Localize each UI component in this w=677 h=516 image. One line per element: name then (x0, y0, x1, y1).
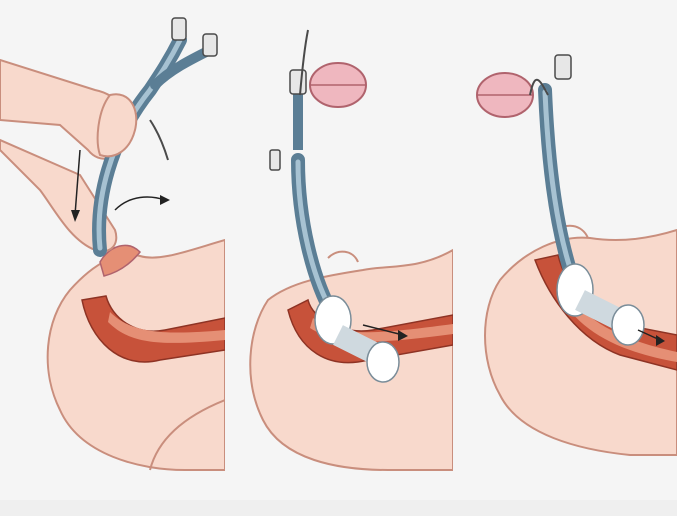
panel-step-2 (238, 0, 453, 500)
panel-step-1 (0, 0, 225, 500)
tube-connector-1 (172, 18, 186, 40)
tube-connector (555, 55, 571, 79)
tube-connector (290, 70, 306, 94)
step-1-drawing (0, 0, 225, 500)
nose-line (328, 252, 358, 262)
distal-cuff (612, 305, 644, 345)
step-2-drawing (238, 0, 453, 500)
arrowhead-2 (160, 195, 170, 205)
direction-arrow-2 (115, 197, 165, 210)
side-port (270, 150, 280, 170)
panel-step-3 (460, 0, 677, 500)
bottom-strip (0, 500, 677, 516)
tube-connector-2 (203, 34, 217, 56)
pilot-line (150, 120, 168, 160)
distal-cuff (367, 342, 399, 382)
step-3-drawing (460, 0, 677, 500)
